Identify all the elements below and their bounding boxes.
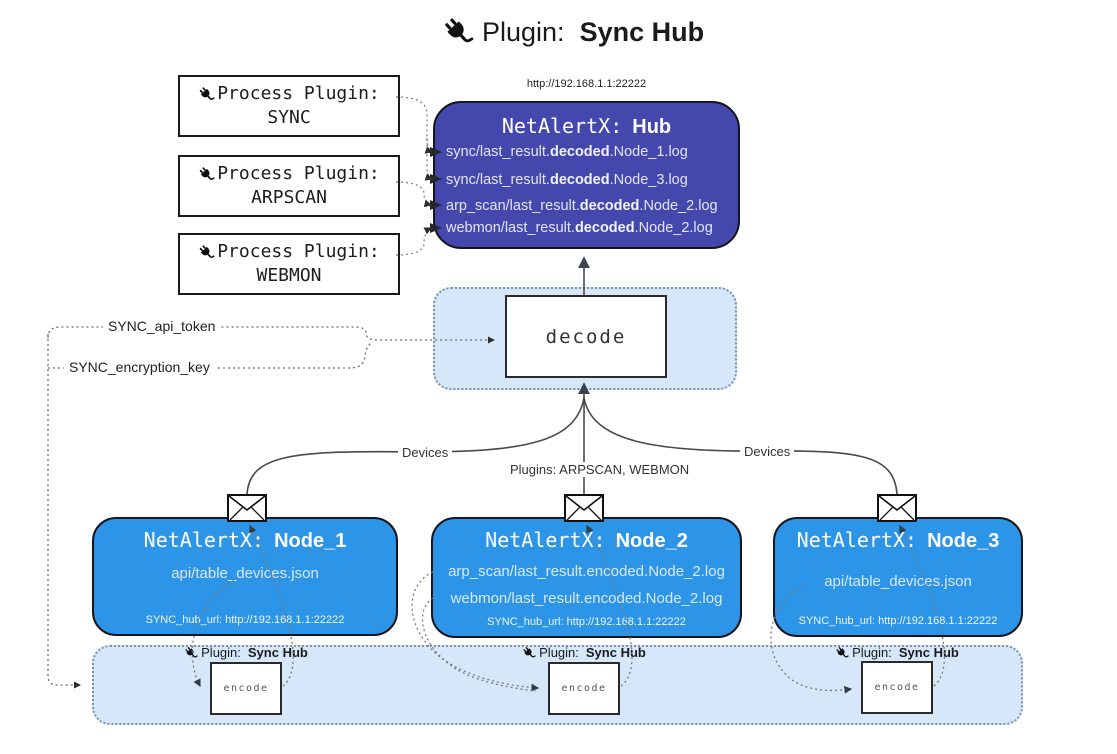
- node1-box: NetAlertX:Node_1 api/table_devices.json …: [92, 517, 398, 636]
- node2-hub-url: SYNC_hub_url: http://192.168.1.1:22222: [487, 616, 686, 628]
- hub-url-label: http://192.168.1.1:22222: [526, 78, 647, 90]
- node-title-name: Node_1: [274, 530, 347, 552]
- page-title: Plugin: Sync Hub: [442, 16, 704, 48]
- process-plugin-name: WEBMON: [256, 265, 322, 286]
- hub-log-line: sync/last_result.decoded.Node_3.log: [446, 172, 688, 188]
- hub-log-line: webmon/last_result.decoded.Node_2.log: [446, 220, 713, 236]
- hub-log-line: arp_scan/last_result.decoded.Node_2.log: [446, 198, 718, 214]
- plug-icon: [522, 646, 536, 660]
- envelope-icon-node2: [564, 494, 604, 522]
- plug-icon: [442, 16, 474, 48]
- node-title-prefix: NetAlertX:: [485, 528, 606, 552]
- hub-title: NetAlertX: Hub: [435, 114, 738, 139]
- encode-box-2: encode: [548, 662, 620, 715]
- wire-sync-to-hub-branch: [424, 137, 434, 154]
- wire-webmon-to-hub: [395, 227, 433, 256]
- devices-label-right: Devices: [740, 444, 795, 459]
- encoder-label-prefix: Plugin:: [539, 645, 579, 660]
- wire-sync-to-hub: [395, 96, 434, 181]
- node-title-prefix: NetAlertX:: [143, 528, 265, 552]
- plug-icon: [835, 646, 849, 660]
- plug-icon: [198, 86, 215, 103]
- encoder-label-prefix: Plugin:: [852, 645, 892, 660]
- process-plugin-sync: Process Plugin: SYNC: [178, 75, 400, 137]
- hub-box: NetAlertX: Hub sync/last_result.decoded.N…: [433, 101, 740, 249]
- plug-icon: [184, 646, 198, 660]
- node3-file: api/table_devices.json: [824, 573, 972, 590]
- encoder-label-name: Sync Hub: [898, 645, 959, 660]
- sync-encryption-key-label: SYNC_encryption_key: [64, 359, 215, 375]
- process-plugin-name: ARPSCAN: [251, 187, 327, 208]
- node3-title: NetAlertX: Node_3: [775, 528, 1021, 553]
- plug-icon: [198, 244, 215, 261]
- encoder1-label: Plugin: Sync Hub: [136, 645, 356, 660]
- wire-token-to-encode-strip: [47, 334, 82, 689]
- plugins-label-middle: Plugins: ARPSCAN, WEBMON: [506, 462, 694, 477]
- title-prefix: Plugin:: [482, 16, 565, 47]
- title-name: Sync Hub: [579, 16, 705, 47]
- encode-box-1: encode: [210, 662, 282, 715]
- node2-file: arp_scan/last_result.encoded.Node_2.log: [448, 563, 725, 580]
- encoder2-label: Plugin: Sync Hub: [474, 645, 694, 660]
- node2-file: webmon/last_result.encoded.Node_2.log: [450, 590, 723, 607]
- encoder-label-name: Sync Hub: [585, 645, 646, 660]
- node-title-prefix: NetAlertX:: [796, 528, 918, 552]
- devices-label-left: Devices: [398, 445, 453, 460]
- hub-title-name: Hub: [632, 116, 672, 138]
- node1-hub-url: SYNC_hub_url: http://192.168.1.1:22222: [145, 614, 345, 626]
- encode-box-3: encode: [861, 661, 933, 714]
- node1-file: api/table_devices.json: [171, 565, 319, 582]
- sync-api-token-label: SYNC_api_token: [103, 318, 221, 334]
- hub-title-prefix: NetAlertX:: [501, 114, 623, 138]
- node3-box: NetAlertX:Node_3 api/table_devices.json …: [773, 517, 1023, 637]
- envelope-icon-node3: [877, 494, 917, 522]
- process-plugin-label: Process Plugin:: [217, 163, 380, 184]
- node1-title: NetAlertX: Node_1: [94, 528, 396, 553]
- process-plugin-label: Process Plugin:: [217, 241, 380, 262]
- plug-icon: [198, 166, 215, 183]
- node3-hub-url: SYNC_hub_url: http://192.168.1.1:22222: [798, 615, 998, 627]
- process-plugin-arpscan: Process Plugin: ARPSCAN: [178, 155, 400, 217]
- process-plugin-label: Process Plugin:: [217, 83, 380, 104]
- hub-log-line: sync/last_result.decoded.Node_1.log: [446, 144, 688, 160]
- node-title-name: Node_2: [615, 530, 688, 552]
- process-plugin-webmon: Process Plugin: WEBMON: [178, 233, 400, 295]
- node2-box: NetAlertX: Node_2 arp_scan/last_result.en…: [431, 517, 742, 638]
- node-title-name: Node_3: [927, 530, 1000, 552]
- encoder3-label: Plugin: Sync Hub: [787, 645, 1007, 660]
- encoder-label-prefix: Plugin:: [201, 645, 241, 660]
- encoder-label-name: Sync Hub: [247, 645, 308, 660]
- process-plugin-name: SYNC: [267, 107, 311, 128]
- node2-title: NetAlertX: Node_2: [433, 528, 740, 553]
- wire-arpscan-to-hub: [395, 181, 433, 208]
- decode-box: decode: [505, 295, 667, 378]
- envelope-icon-node1: [227, 494, 267, 522]
